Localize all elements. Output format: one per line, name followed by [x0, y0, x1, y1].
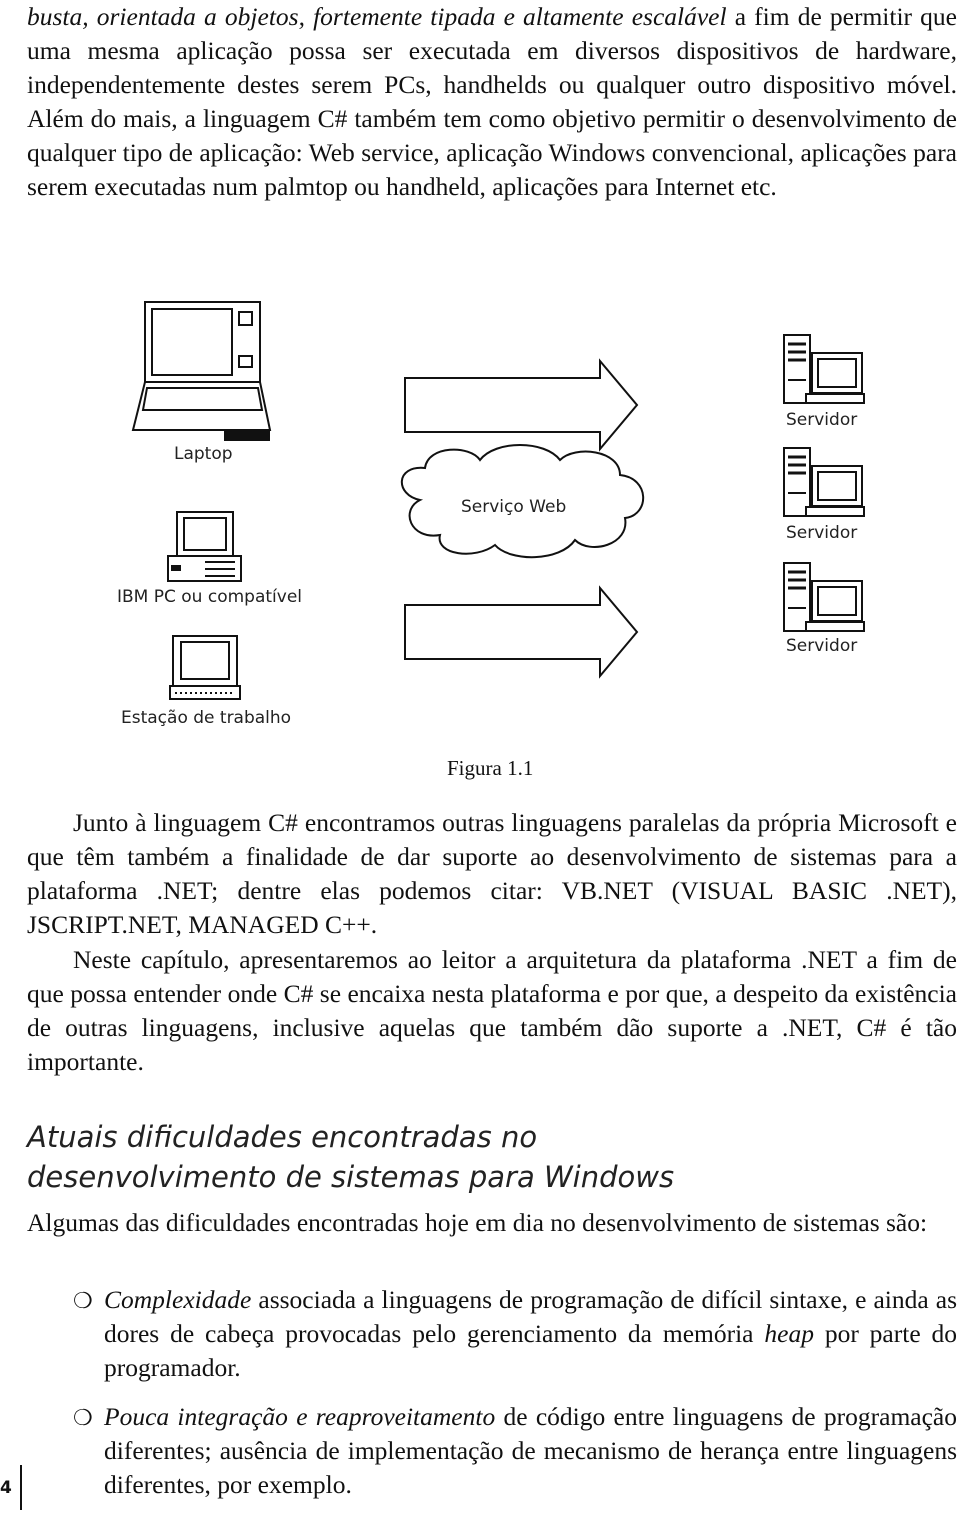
- bullet-text: por parte do programador.: [104, 1319, 957, 1382]
- figure-caption: Figura 1.1: [447, 756, 534, 780]
- section-heading-line2: desenvolvimento de sistemas para Windows: [27, 1160, 675, 1194]
- upper-arrow: [404, 358, 639, 452]
- network-diagram: [131, 301, 865, 700]
- intro-italic: busta, orientada a objetos, fortemente t…: [27, 2, 727, 31]
- intro-rest: a fim de permitir que uma mesma aplicaçã…: [27, 2, 957, 201]
- server-icon-2: [783, 447, 865, 517]
- pc-icon: [167, 511, 242, 582]
- server-label: Servidor: [786, 636, 858, 656]
- intro-paragraph: busta, orientada a objetos, fortemente t…: [27, 0, 957, 204]
- workstation-icon: [169, 635, 241, 700]
- bullet-item-integration: Pouca integração e reaproveitamento de c…: [104, 1400, 957, 1502]
- section-heading: Atuais dificuldades encontradas no desen…: [27, 1117, 674, 1197]
- server-label: Servidor: [786, 523, 858, 543]
- laptop-label: Laptop: [174, 444, 233, 464]
- page-number-rule: [20, 1465, 22, 1510]
- section-heading-line1: Atuais dificuldades encontradas no: [27, 1120, 538, 1154]
- server-icon-3: [783, 562, 865, 632]
- bullet-text: associada a linguagens de programação de…: [104, 1285, 957, 1348]
- server-label: Servidor: [786, 410, 858, 430]
- bullet-text: de código entre linguagens de programaçã…: [104, 1402, 957, 1499]
- bullet-marker: ❍: [73, 1405, 93, 1430]
- page-number: 4: [0, 1478, 12, 1498]
- cloud-shape: [400, 444, 645, 559]
- bullet-item-complexity: Complexidade associada a linguagens de p…: [104, 1283, 957, 1385]
- workstation-label: Estação de trabalho: [121, 708, 292, 728]
- paragraph-chapter: Neste capítulo, apresentaremos ao leitor…: [27, 945, 957, 1076]
- section-intro: Algumas das dificuldades encontradas hoj…: [27, 1208, 928, 1237]
- bullet-term: Complexidade: [104, 1285, 252, 1314]
- pc-label: IBM PC ou compatível: [117, 587, 302, 607]
- bullet-marker: ❍: [73, 1288, 93, 1313]
- laptop-icon: [131, 301, 272, 441]
- lower-arrow: [404, 585, 639, 679]
- bullet-term-heap: heap: [764, 1319, 814, 1348]
- server-icon-1: [783, 334, 865, 404]
- cloud-label: Serviço Web: [461, 497, 567, 517]
- figure-diagram: Laptop IBM PC ou compatível Estação de t…: [0, 290, 960, 740]
- paragraph-languages: Junto à linguagem C# encontramos outras …: [27, 808, 957, 939]
- bullet-term: Pouca integração e reaproveitamento: [104, 1402, 496, 1431]
